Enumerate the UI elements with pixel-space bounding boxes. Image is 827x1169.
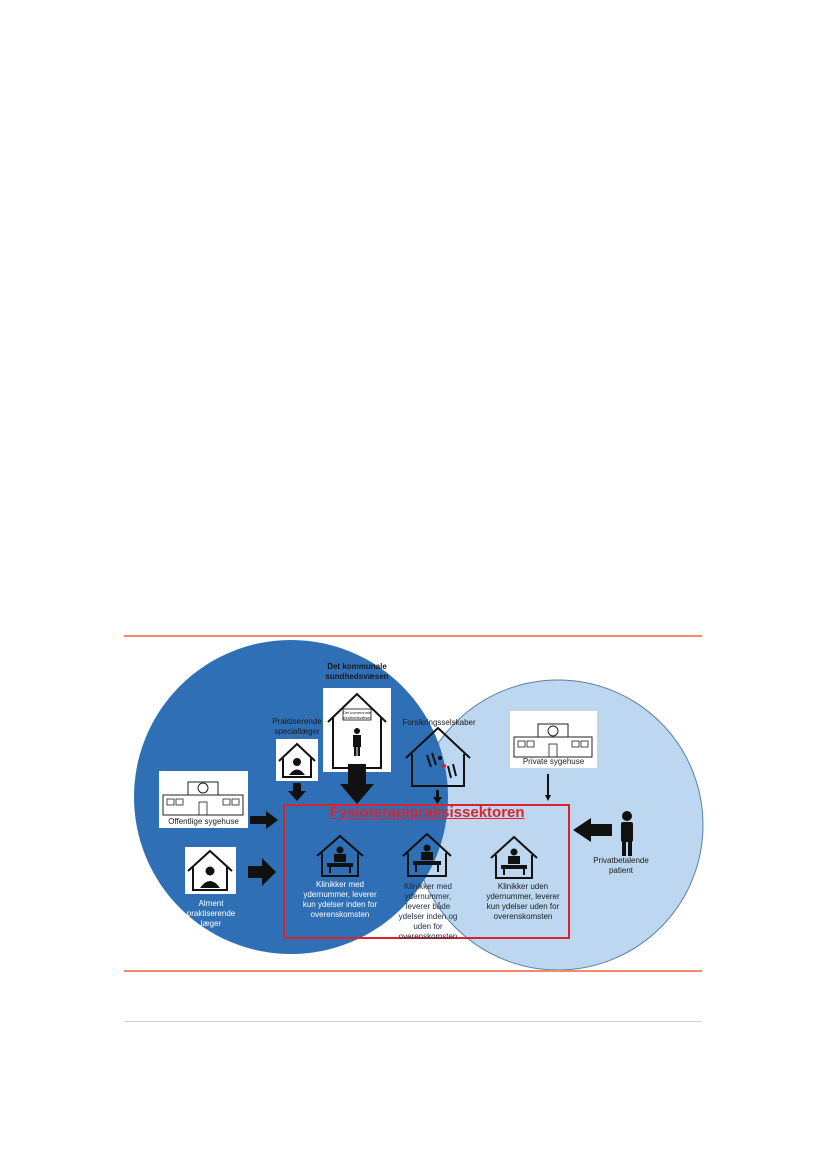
footer-rule [124,1021,702,1022]
clinic-label: Klinikker med ydernummer, leverer både y… [398,882,458,941]
municipal-house-icon [323,688,391,772]
arrow-gp-icon [248,858,276,886]
clinic-house-icon [402,832,452,877]
clinic-house-icon [316,834,364,877]
clinic-house-icon [490,835,538,879]
arrow-public-hospital-icon [250,811,278,829]
private-hospitals-label: Private sygehuse [522,757,585,766]
clinic-label: Klinikker uden ydernummer, leverer kun y… [486,882,560,921]
private-patient-icon [621,811,633,856]
clinic-label: Klinikker med ydernummer, leverer kun yd… [302,880,378,919]
arrow-insurance-icon [433,790,442,804]
private-hospital-icon [510,711,597,768]
general-practitioner-house-icon [185,847,236,894]
arrow-private-hospital-icon [545,774,551,801]
arrow-patient-icon [573,818,612,842]
specialist-house-icon [276,739,318,781]
public-hospitals-label: Offentlige sygehuse [168,817,239,826]
private-patient-label: Privatbetalende patient [593,856,649,875]
public-hospital-icon [159,771,248,828]
insurance-house-icon [405,726,471,787]
municipal-label: Det kommunale sundhedsvæsen [325,662,389,681]
specialists-label: Praktiserende speciallæger [272,717,322,736]
bottom-rule [124,970,702,972]
diagram-title: Fysioterapipraksissektoren [329,804,525,821]
practice-sector-frame [283,804,570,939]
insurance-label: Forsikringsselskaber [402,718,476,727]
arrow-municipal-icon [340,764,374,804]
gp-label: Alment praktiserende læger [186,899,236,928]
top-rule [124,635,702,637]
arrow-specialists-icon [288,783,306,801]
municipal-sign-label: Det kommunale sundhedsvæsen [342,710,372,720]
